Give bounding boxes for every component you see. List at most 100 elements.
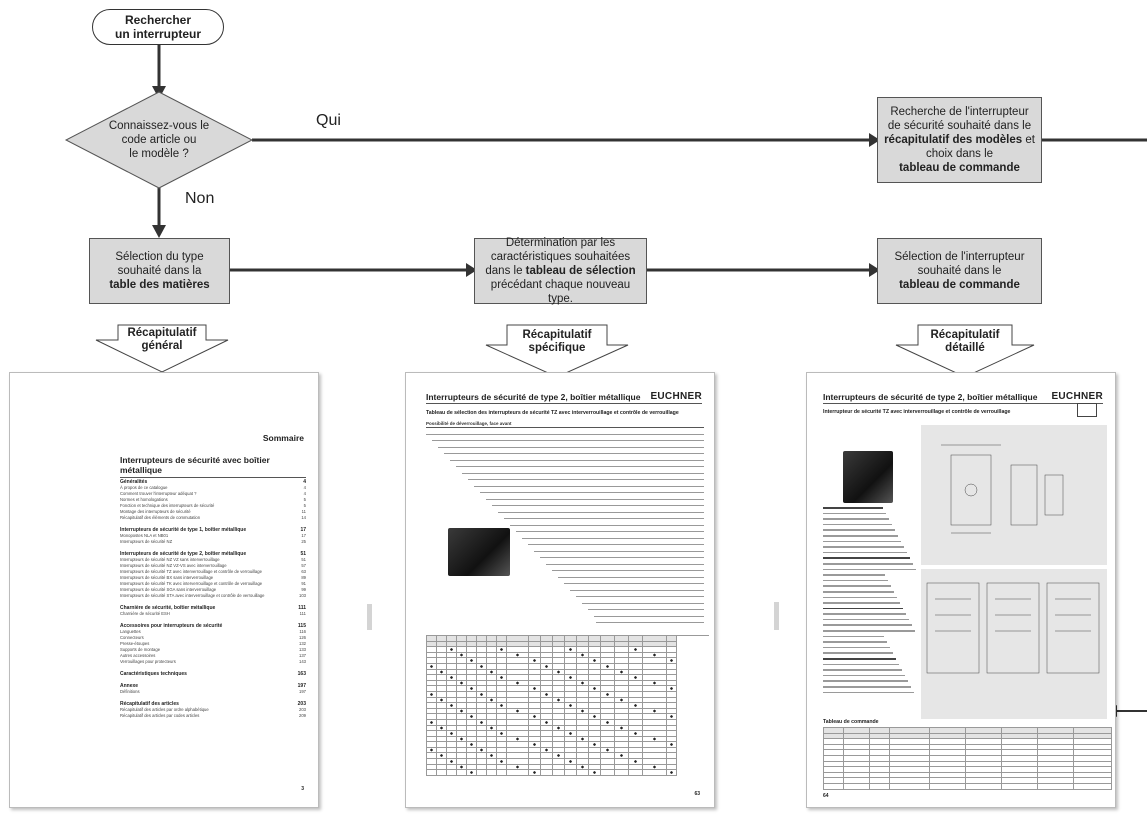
- grid-cell: [589, 658, 601, 664]
- grid-cell: [437, 742, 447, 748]
- grid-cell: [589, 680, 601, 687]
- box-order: Sélection de l'interrupteur souhaité dan…: [877, 238, 1042, 304]
- tree-line: [504, 518, 704, 520]
- grid-cell: [643, 764, 667, 771]
- grid-cell: [553, 680, 565, 687]
- toc-entry-text: Charnière de sécurité ESH: [120, 611, 170, 616]
- grid-cell: [529, 731, 541, 737]
- grid-cell: [477, 714, 487, 720]
- grid-row: [427, 691, 709, 698]
- features-line1: Détermination par les: [505, 237, 616, 249]
- grid-cell: [1002, 783, 1038, 790]
- grid-cell: [629, 647, 643, 653]
- tree-line: [456, 466, 704, 468]
- grid-row: [427, 669, 709, 676]
- grid-cell: [870, 772, 890, 779]
- grid-cell: [966, 772, 1002, 779]
- toc-heading-text: Caractéristiques techniques: [120, 671, 187, 677]
- grid-cell: [477, 697, 487, 704]
- grid-cell: [966, 783, 1002, 790]
- grid-cell: [497, 703, 507, 709]
- grid-cell: [824, 767, 844, 773]
- grid-cell: [437, 675, 447, 681]
- toc-entry-page: 4: [303, 491, 306, 496]
- toc-entry-page: 203: [299, 707, 306, 712]
- text-line: [823, 602, 900, 604]
- grid-cell: [447, 675, 457, 681]
- grid-cell: [447, 708, 457, 715]
- type-line2: souhaité dans la: [117, 265, 202, 277]
- tree-line: [534, 550, 704, 552]
- grid-cell: [437, 764, 447, 771]
- grid-cell: [467, 719, 477, 726]
- grid-cell: [487, 747, 497, 754]
- grid-cell: [541, 669, 553, 676]
- grid-cell: [601, 708, 615, 715]
- grid-cell: [529, 742, 541, 748]
- order-line1: Sélection de l'interrupteur: [894, 251, 1025, 263]
- grid-cell: [667, 725, 677, 732]
- grid-cell: [457, 675, 467, 681]
- grid-cell: [629, 708, 643, 715]
- grid-cell: [629, 731, 643, 737]
- grid-cell: [667, 663, 677, 670]
- grid-cell: [477, 747, 487, 754]
- toc-heading-text: Interrupteurs de sécurité de type 2, boî…: [120, 551, 247, 557]
- grid-cell: [477, 759, 487, 765]
- grid-cell: [487, 652, 497, 659]
- grid-cell: [477, 770, 487, 776]
- grid-cell: [966, 755, 1002, 762]
- grid-cell: [966, 750, 1002, 756]
- start-node: Rechercher un interrupteur: [92, 9, 224, 45]
- grid-row: [824, 755, 1112, 762]
- grid-cell: [529, 759, 541, 765]
- toc-entry: Interrupteurs de sécurité TZ avec interv…: [120, 569, 306, 575]
- grid-cell: [966, 761, 1002, 768]
- text-line: [823, 540, 901, 543]
- grid-cell: [553, 652, 565, 659]
- grid-cell: [447, 725, 457, 732]
- grid-cell: [890, 744, 930, 751]
- grid-cell: [565, 691, 577, 698]
- grid-cell: [437, 736, 447, 743]
- grid-cell: [1038, 761, 1074, 768]
- tree-line: [582, 602, 704, 604]
- decision-line1: Connaissez-vous le: [108, 120, 210, 132]
- grid-cell: [467, 652, 477, 659]
- grid-cell: [870, 783, 890, 790]
- toc-entry-text: Languettes: [120, 629, 141, 634]
- grid-cell: [667, 641, 677, 648]
- grid-cell: [601, 725, 615, 732]
- grid-cell: [447, 759, 457, 765]
- grid-cell: [497, 697, 507, 704]
- text-line: [823, 512, 886, 515]
- tree-line: [474, 485, 704, 487]
- text-line: [823, 674, 905, 677]
- grid-cell: [667, 703, 677, 709]
- grid-cell: [477, 686, 487, 692]
- summary-line3-rest: et: [1022, 134, 1035, 146]
- grid-cell: [529, 714, 541, 720]
- grid-cell: [487, 686, 497, 692]
- grid-cell: [437, 697, 447, 704]
- grid-cell: [529, 691, 541, 698]
- grid-row: [824, 728, 1112, 734]
- toc-entry-text: Interrupteurs de sécurité SGA sans inter…: [120, 587, 217, 592]
- grid-cell: [629, 663, 643, 670]
- grid-cell: [565, 731, 577, 737]
- grid-cell: [930, 761, 966, 768]
- grid-cell: [577, 708, 589, 715]
- page2-title: Interrupteurs de sécurité de type 2, boî…: [426, 392, 641, 402]
- grid-cell: [890, 755, 930, 762]
- grid-cell: [824, 728, 844, 734]
- grid-cell: [553, 719, 565, 726]
- toc-entry: Interrupteurs de sécurité STA avec inter…: [120, 593, 306, 599]
- grid-cell: [844, 728, 870, 734]
- grid-cell: [447, 770, 457, 776]
- type-line1: Sélection du type: [115, 251, 204, 263]
- grid-cell: [553, 658, 565, 664]
- grid-cell: [541, 708, 553, 715]
